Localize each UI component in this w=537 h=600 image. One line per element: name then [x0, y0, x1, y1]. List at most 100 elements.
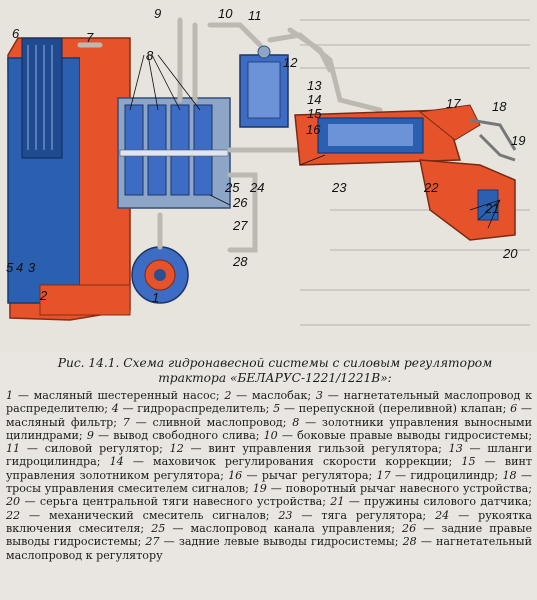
legend-item-separator: —	[172, 521, 184, 535]
legend-item: 17 — гидроцилиндр;	[377, 469, 503, 482]
legend-item-number: 19	[252, 482, 267, 496]
legend-item-separator: —	[26, 442, 38, 456]
legend-item-text: маслобак;	[252, 389, 312, 402]
legend-item-number: 2	[224, 389, 232, 402]
legend-item-number: 28	[402, 535, 417, 549]
part-label-4: 4	[16, 260, 23, 275]
legend-item: 14 — маховичок регулирования скорости ко…	[110, 455, 462, 468]
legend-item-text: тяга регулятора;	[321, 508, 427, 522]
legend-item: 20 — серьга центральной тяги навесного у…	[6, 495, 330, 508]
part-label-14: 14	[307, 92, 321, 107]
legend-item-number: 12	[169, 442, 184, 456]
legend-item-separator: —	[484, 455, 496, 469]
legend-item-number: 6	[510, 402, 518, 416]
legend-item-text: винт управления золотником регулятора;	[6, 455, 533, 482]
part-label-9: 9	[154, 6, 161, 21]
legend-item-text: механический смеситель сигналов;	[49, 508, 270, 522]
legend-item-number: 4	[111, 402, 119, 416]
legend-item-number: 26	[402, 521, 417, 535]
legend-item: 12 — винт управления гильзой регулятора;	[170, 442, 449, 455]
part-label-3: 3	[28, 260, 36, 275]
legend-item-separator: —	[98, 428, 110, 442]
legend-item-separator: —	[270, 482, 282, 496]
legend-item-separator: —	[520, 468, 533, 482]
legend-item-separator: —	[327, 389, 339, 402]
hydraulic-distributor	[117, 97, 231, 209]
legend-item-separator: —	[305, 415, 317, 429]
legend-item-text: нагнетательный маслопровод к распределит…	[6, 389, 533, 416]
legend-item-separator: —	[236, 389, 248, 402]
legend-item-separator: —	[246, 468, 258, 482]
legend-item-text: гидроцилиндр;	[410, 468, 499, 482]
part-label-13: 13	[307, 78, 322, 93]
legend-item-separator: —	[17, 389, 29, 402]
legend-item-number: 22	[6, 508, 21, 522]
part-label-17: 17	[446, 96, 461, 111]
part-label-6: 6	[12, 26, 20, 41]
legend-item-text: рычаг регулятора;	[261, 468, 373, 482]
legend-item-number: 24	[435, 508, 450, 522]
caption-label: Рис. 14.1.	[57, 356, 120, 370]
legend-item-text: винт управления гильзой регулятора;	[208, 442, 442, 456]
legend-item: 24 — рукоятка включения смесителя;	[6, 509, 532, 535]
legend-item: 22 — механический смеситель сигналов;	[6, 509, 278, 522]
legend-item-number: 16	[228, 468, 243, 482]
legend-item-number: 21	[330, 495, 345, 509]
legend-item-number: 18	[502, 468, 517, 482]
legend-item: 1 — масляный шестеренный насос;	[6, 389, 224, 402]
gear-pump	[131, 246, 189, 304]
legend-item-number: 20	[6, 495, 21, 509]
part-label-18: 18	[492, 99, 507, 114]
legend-item-text: серьга центральной тяги навесного устрой…	[39, 495, 326, 509]
legend-item-text: боковые правые выводы гидросистемы;	[297, 428, 533, 442]
legend-item-number: 9	[86, 428, 94, 442]
part-label-12: 12	[283, 55, 298, 70]
part-label-27: 27	[232, 218, 248, 233]
part-label-1: 1	[152, 290, 159, 305]
legend-item-text: поворотный рычаг навесного устройства;	[285, 482, 533, 496]
legend-item: 11 — силовой регулятор;	[6, 442, 170, 455]
legend-item: 4 — гидрораспределитель;	[112, 402, 273, 415]
legend-item-text: маслопровод канала управления;	[190, 521, 395, 535]
legend-item: 6 — масляный фильтр;	[6, 402, 532, 428]
legend-item-text: перепускной (переливной) клапан;	[298, 402, 507, 416]
legend-item: 18 — тросы управления смесителем сигнало…	[6, 469, 532, 495]
legend-item-number: 3	[315, 389, 323, 402]
legend-item: 8 — золотники управления выносными цилин…	[6, 416, 532, 442]
background-bleed	[300, 19, 530, 326]
legend-item-separator: —	[458, 508, 470, 522]
legend-item: 5 — перепускной (переливной) клапан;	[273, 402, 510, 415]
legend-item-number: 25	[151, 521, 166, 535]
legend-item-text: шланги гидроцилиндра;	[6, 442, 532, 469]
legend-item-text: нагнетательный маслопровод к регулятору	[6, 535, 532, 562]
legend-item-text: гидрораспределитель;	[137, 402, 270, 416]
part-label-7: 7	[86, 30, 94, 45]
caption-text: Схема гидронавесной системы с силовым ре…	[123, 356, 493, 385]
legend-item-number: 13	[448, 442, 463, 456]
legend-item-separator: —	[122, 402, 134, 416]
part-label-21: 21	[484, 201, 499, 216]
part-label-25: 25	[224, 180, 240, 195]
part-label-19: 19	[511, 133, 525, 148]
oil-tank	[7, 37, 131, 321]
legend-item: 28 — нагнетательный маслопровод к регуля…	[6, 535, 532, 561]
part-label-20: 20	[502, 246, 518, 261]
part-label-23: 23	[331, 180, 347, 195]
part-label-15: 15	[307, 106, 322, 121]
legend-item-number: 8	[292, 415, 300, 429]
legend-item: 16 — рычаг регулятора;	[228, 469, 376, 482]
legend-item-separator: —	[423, 521, 435, 535]
legend-item-text: масляный шестеренный насос;	[33, 389, 220, 402]
legend-item-text: масляный фильтр;	[6, 415, 118, 429]
part-label-16: 16	[306, 122, 321, 137]
legend-item: 23 — тяга регулятора;	[278, 509, 435, 522]
leader-lines	[129, 54, 501, 229]
legend-item-separator: —	[281, 428, 293, 442]
legend-item: 9 — вывод свободного слива;	[87, 429, 264, 442]
legend-item-text: задние правые выводы гидросистемы;	[6, 521, 533, 549]
legend-item-text: вывод свободного слива;	[113, 428, 260, 442]
legend-item: 21 — пружины силового датчика;	[330, 495, 532, 508]
legend-item: 2 — маслобак;	[224, 389, 316, 402]
legend-item-separator: —	[420, 535, 432, 549]
